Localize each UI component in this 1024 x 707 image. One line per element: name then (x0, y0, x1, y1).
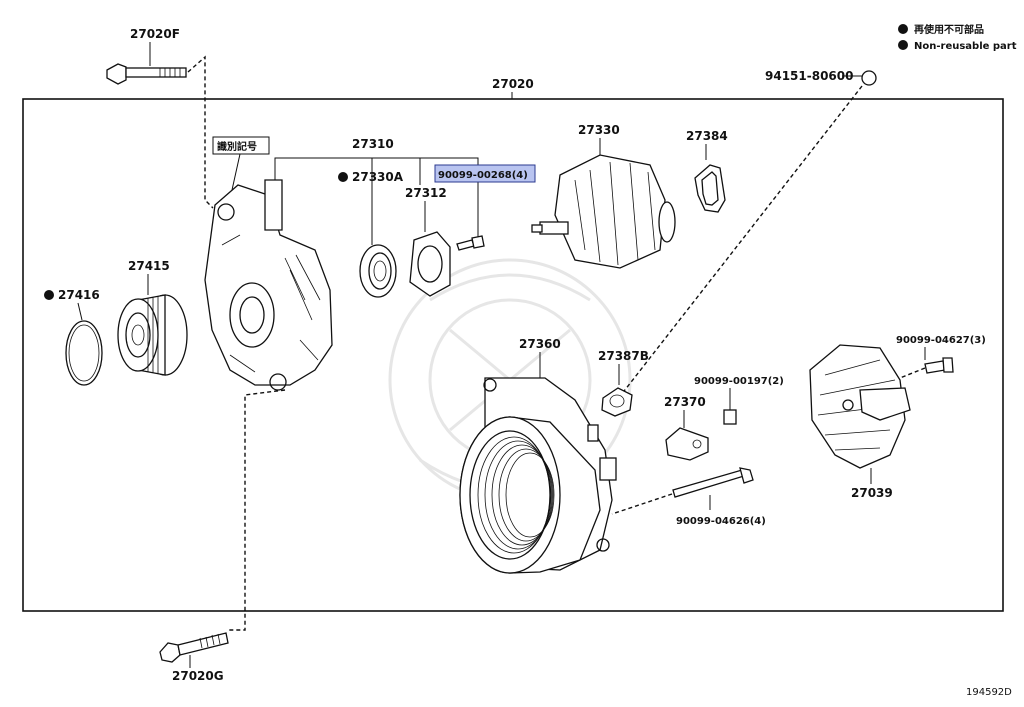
label-94151-80600: 94151-80600 (765, 69, 853, 83)
legend-dot-2 (898, 40, 908, 50)
label-27039: 27039 (851, 486, 893, 500)
label-27360: 27360 (519, 337, 561, 351)
label-27020F: 27020F (130, 27, 180, 41)
label-27330A: 27330A (352, 170, 404, 184)
label-90099-04626: 90099-04626(4) (676, 516, 766, 527)
label-27387B: 27387B (598, 349, 649, 363)
label-90099-00197: 90099-00197(2) (694, 376, 784, 387)
legend-dot-1 (898, 24, 908, 34)
legend-jp-text: 再使用不可部品 (914, 23, 984, 36)
terminal-27387B[interactable]: 27387B (598, 349, 649, 417)
label-27330A-dot (338, 172, 348, 182)
legend: 再使用不可部品 Non-reusable part (898, 23, 1017, 52)
part-94151-80600[interactable]: 94151-80600 (620, 69, 877, 396)
callout-27020: 27020 (492, 77, 534, 99)
plate-27312[interactable]: 27312 (405, 186, 451, 297)
rear-cover-27039[interactable]: 27039 (809, 344, 911, 500)
ident-mark: 識別記号 (212, 136, 270, 191)
screw-90099-00268[interactable]: 90099-00268(4) (434, 164, 536, 251)
ring-27416[interactable]: 27416 (44, 288, 103, 386)
assembly-frame (22, 98, 1004, 612)
bolt-27020G[interactable]: 27020G (159, 632, 229, 683)
label-27020: 27020 (492, 77, 534, 91)
legend-en-text: Non-reusable part (914, 41, 1017, 52)
label-27310: 27310 (352, 137, 394, 151)
label-27020G: 27020G (172, 669, 224, 683)
bolt-90099-04626[interactable]: 90099-04626(4) (611, 467, 766, 527)
ident-mark-text: 識別記号 (217, 140, 257, 153)
seal-27384[interactable]: 27384 (686, 129, 728, 213)
part-27370[interactable]: 27370 (664, 395, 709, 461)
label-27415: 27415 (128, 259, 170, 273)
label-90099-04627: 90099-04627(3) (896, 335, 986, 346)
label-27384: 27384 (686, 129, 728, 143)
label-27416: 27416 (58, 288, 100, 302)
bolt-27020F[interactable]: 27020F (106, 27, 214, 209)
label-27416-dot (44, 290, 54, 300)
highlight-box (434, 164, 536, 183)
label-90099-00268: 90099-00268(4) (438, 170, 528, 181)
screw-90099-04627[interactable]: 90099-04627(3) (894, 335, 986, 381)
callout-27310: 27310 (274, 137, 479, 245)
bearing-27330A[interactable]: 27330A (338, 170, 404, 298)
label-27330: 27330 (578, 123, 620, 137)
diagram-id: 194592D (966, 687, 1012, 698)
pulley-27415[interactable]: 27415 (117, 259, 188, 376)
drive-end-frame[interactable] (204, 179, 333, 631)
stator-27360[interactable]: 27360 (459, 337, 617, 574)
rotor-27330[interactable]: 27330 (531, 123, 676, 269)
label-27370: 27370 (664, 395, 706, 409)
label-27312: 27312 (405, 186, 447, 200)
screw-90099-00197[interactable]: 90099-00197(2) (694, 376, 784, 425)
